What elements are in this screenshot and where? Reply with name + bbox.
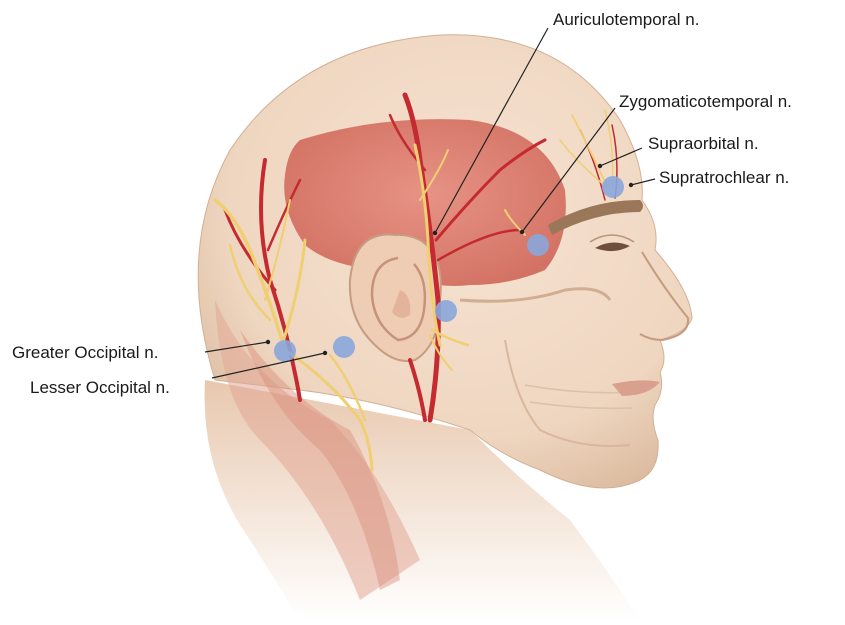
label-auriculotemporal: Auriculotemporal n. [553, 10, 699, 30]
greater-occipital-site [274, 340, 296, 362]
supraorbital-site [602, 176, 624, 198]
label-supraorbital: Supraorbital n. [648, 134, 759, 154]
label-lesser-occipital: Lesser Occipital n. [30, 378, 170, 398]
label-zygomaticotemporal: Zygomaticotemporal n. [619, 92, 792, 112]
label-greater-occipital: Greater Occipital n. [12, 343, 158, 363]
auriculotemporal-site [435, 300, 457, 322]
zygomaticotemporal-site [527, 234, 549, 256]
lesser-occipital-site [333, 336, 355, 358]
label-supratrochlear: Supratrochlear n. [659, 168, 789, 188]
